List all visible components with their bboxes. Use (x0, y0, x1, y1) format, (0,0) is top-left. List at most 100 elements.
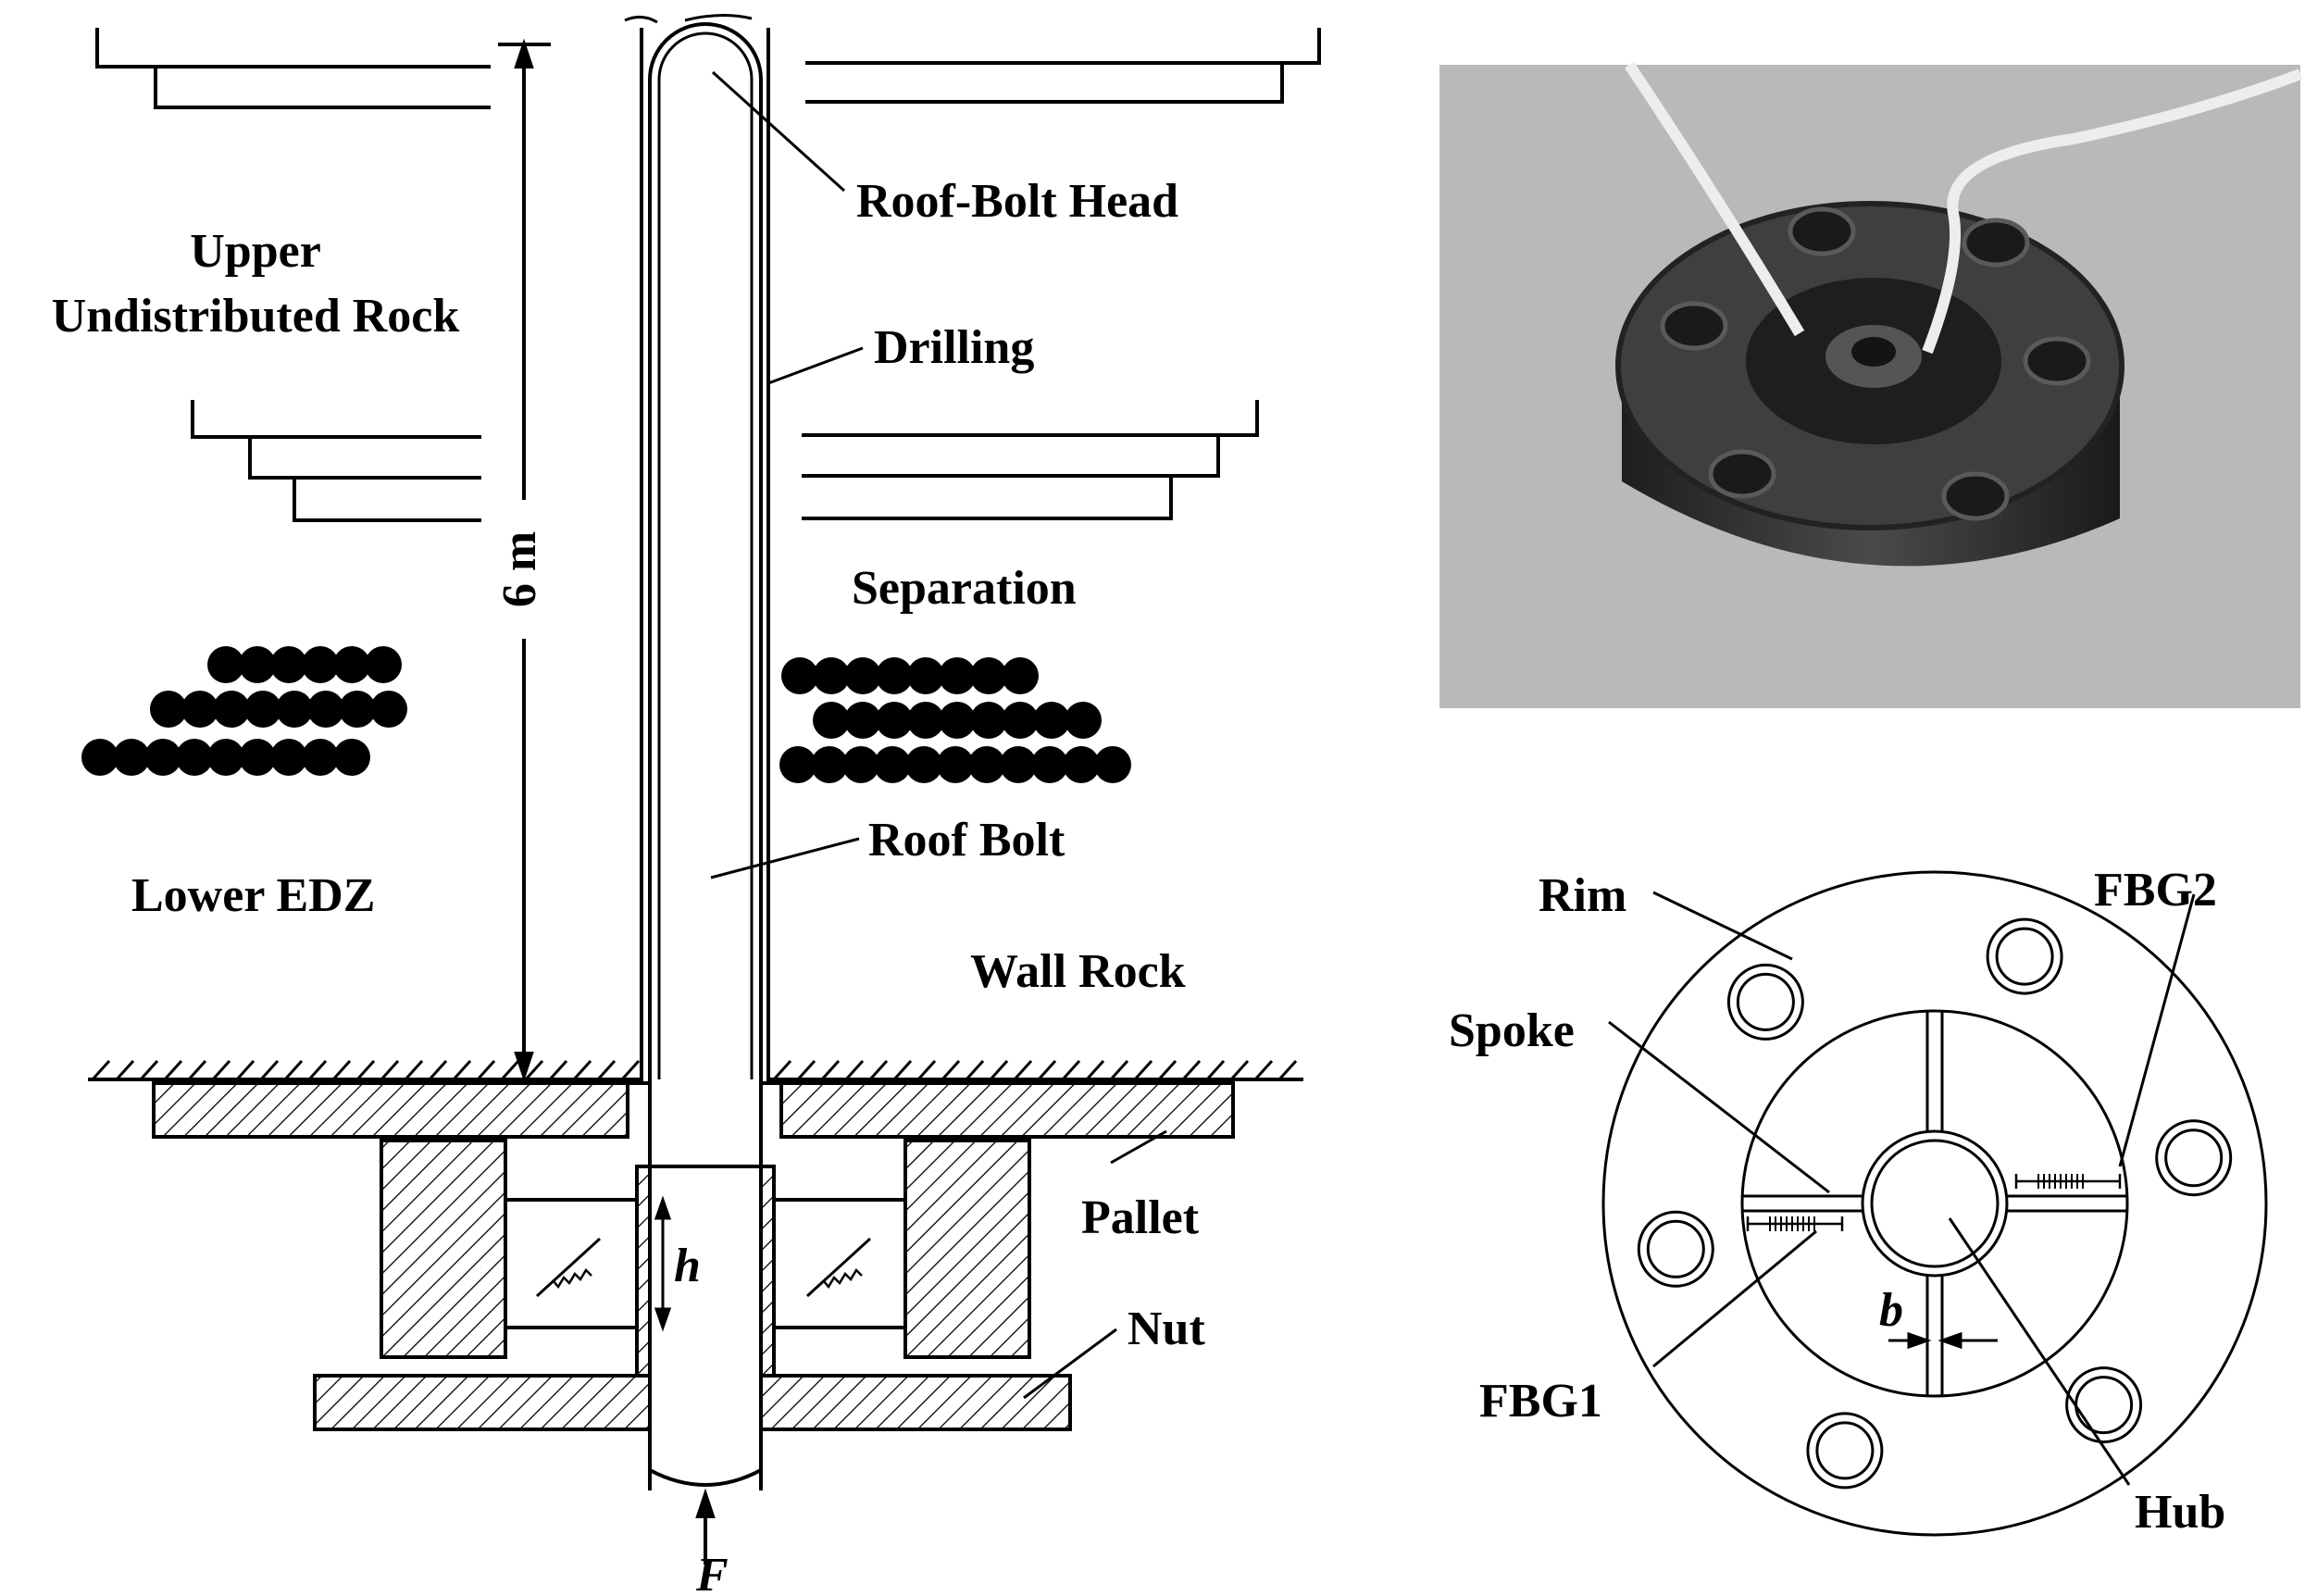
ground-hatch-tick (500, 1059, 520, 1081)
rim-bolt-hole (2065, 1366, 2143, 1444)
roof-bolt-diagram (88, 13, 1321, 1565)
left-labels: Roof-Bolt Head Upper Undistributed Rock … (52, 175, 1206, 1596)
load-cell-schematic (1601, 870, 2268, 1537)
rim-bolt-holes (1637, 917, 2233, 1490)
rim-bolt-hole (1736, 972, 1795, 1031)
rock-fragment (1031, 746, 1068, 783)
hub-outer (1861, 1129, 2009, 1278)
rock-fragment (874, 746, 911, 783)
ground-hatch-tick (307, 1059, 328, 1081)
rock-fragment (779, 746, 816, 783)
ground-hatch-tick (916, 1059, 937, 1081)
ground-hatch-tick (548, 1059, 568, 1081)
leader-lines (710, 70, 1167, 1400)
rock-fragment (876, 657, 913, 694)
label-rim: Rim (1539, 869, 1626, 922)
ground-hatch-tick (211, 1059, 231, 1081)
ground-hatch-tick (820, 1059, 841, 1081)
rock-fragment (907, 702, 944, 739)
ground-hatch-tick (428, 1059, 448, 1081)
label-separation: Separation (852, 562, 1077, 615)
rock-fragment (307, 691, 344, 728)
rock-fragment (150, 691, 187, 728)
edz-rock-fragments (81, 646, 1131, 783)
rock-fragment (244, 691, 281, 728)
rim-inner (1740, 1009, 2129, 1398)
rock-fragment (939, 657, 976, 694)
label-wall-rock: Wall Rock (970, 945, 1186, 998)
label-undistributed-rock: Undistributed Rock (52, 290, 460, 343)
ground-hatch-tick (187, 1059, 207, 1081)
ground-hatch-tick (115, 1059, 135, 1081)
ground-hatch-tick (476, 1059, 496, 1081)
ground-hatch-tick (259, 1059, 280, 1081)
ground-hatch-tick (163, 1059, 183, 1081)
label-b: b (1879, 1284, 1903, 1337)
rock-fragment (339, 691, 376, 728)
load-cell-rims (380, 1139, 1031, 1359)
rock-fragment (270, 646, 307, 683)
drilling-hole (624, 13, 770, 1079)
rock-fragment (970, 657, 1007, 694)
label-upper: Upper (190, 225, 321, 278)
rock-fragment (781, 657, 818, 694)
force-arrow (695, 1488, 716, 1565)
rock-fragment (333, 646, 370, 683)
ground-hatch-tick (572, 1059, 592, 1081)
rock-fragment (937, 746, 974, 783)
label-hub: Hub (2135, 1486, 2225, 1539)
ground-hatch-tick (524, 1059, 544, 1081)
ground-hatch-tick (1085, 1059, 1105, 1081)
schematic-labels: Rim FBG2 Spoke FBG1 b Hub (1449, 864, 2225, 1539)
rock-fragment (844, 657, 881, 694)
rock-fragment (207, 646, 244, 683)
ground-hatch-tick (772, 1059, 792, 1081)
rock-fragment (1033, 702, 1070, 739)
rock-fragment (81, 739, 118, 776)
rock-fragment (813, 702, 850, 739)
rock-fragment (370, 691, 407, 728)
rock-fragment (365, 646, 402, 683)
rock-fragment (905, 746, 942, 783)
rim-bolt-hole (1637, 1210, 1714, 1288)
middle-strata (191, 400, 1259, 522)
rock-fragment (939, 702, 976, 739)
ground-hatch-tick (1253, 1059, 1274, 1081)
b-dimension (1888, 1331, 1998, 1350)
rim-bolt-hole (1986, 917, 2063, 995)
rock-fragment (270, 739, 307, 776)
rock-fragment (811, 746, 848, 783)
label-force: F (695, 1549, 729, 1596)
rock-fragment (842, 746, 879, 783)
rock-fragment (213, 691, 250, 728)
rim-bolt-hole (1806, 1412, 1884, 1490)
rim-bolt-hole (2155, 1119, 2233, 1197)
rim-outer (1601, 870, 2268, 1537)
rock-fragment (907, 657, 944, 694)
ground-hatch-tick (868, 1059, 889, 1081)
rock-fragment (876, 702, 913, 739)
rock-fragment (1002, 702, 1039, 739)
label-fbg1: FBG1 (1479, 1375, 1602, 1428)
ground-hatch-tick (452, 1059, 472, 1081)
rock-fragment (176, 739, 213, 776)
ground-hatch-tick (331, 1059, 352, 1081)
ground-hatch-tick (844, 1059, 865, 1081)
hub-inner (1870, 1139, 2000, 1268)
ground-hatch-tick (1133, 1059, 1153, 1081)
fbg-grating-icon (535, 1237, 872, 1298)
ground-hatch-tick (1229, 1059, 1250, 1081)
rock-fragment (113, 739, 150, 776)
ground-hatch-tick (283, 1059, 304, 1081)
ground-hatch-tick (941, 1059, 961, 1081)
ground-hatch-tick (380, 1059, 400, 1081)
ground-hatch-tick (1061, 1059, 1081, 1081)
ground-hatch-tick (139, 1059, 159, 1081)
rock-fragment (239, 739, 276, 776)
ground-hatch-tick (1037, 1059, 1057, 1081)
label-roof-bolt: Roof Bolt (868, 814, 1065, 867)
load-cell-photo (1439, 61, 2303, 708)
rim-bolt-hole (1726, 963, 1804, 1041)
spokes (1742, 1011, 2127, 1396)
